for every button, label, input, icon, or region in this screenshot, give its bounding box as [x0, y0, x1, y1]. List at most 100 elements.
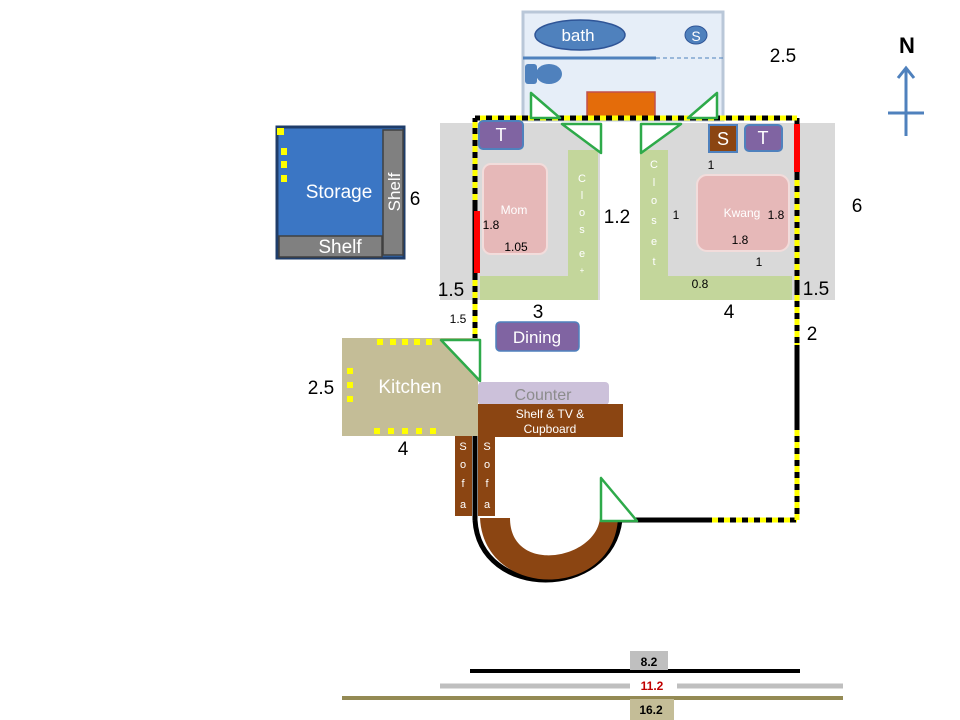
storage-shelf-side [382, 129, 404, 256]
svg-text:e: e [579, 248, 585, 260]
svg-text:a: a [484, 499, 491, 511]
compass: N [888, 33, 924, 136]
compass-arrow-icon [896, 65, 916, 79]
bath-door-right [686, 91, 719, 120]
sofa-right-letters: S o f a [483, 441, 491, 511]
scale-label-3-box [630, 699, 674, 720]
counter [478, 382, 609, 405]
dim-kitchen-depth: 2.5 [308, 378, 334, 399]
svg-text:S: S [459, 441, 466, 453]
svg-text:C: C [650, 159, 658, 171]
toilet-icon [525, 64, 562, 84]
svg-text:S: S [483, 441, 490, 453]
svg-text:o: o [460, 459, 466, 471]
scale-label-1-box [630, 651, 668, 670]
dimension-labels: 2.5 6 6 1.2 1.8 1.05 1 1 1.8 1.8 1 1.5 1… [308, 46, 863, 460]
shelf-tv-label-line1: Shelf & TV & [516, 407, 584, 421]
kwang-bed [696, 174, 790, 252]
svg-text:e: e [651, 236, 657, 248]
scale-label-1: 8.2 [641, 655, 658, 669]
sofa-left-letters: S o f a [459, 441, 467, 511]
bath-s-label: S [691, 28, 700, 44]
dim-right-bedroom-height: 6 [852, 196, 863, 217]
scale-bars: 8.2 11.2 16.2 [342, 651, 843, 720]
right-bedroom-door [639, 122, 683, 155]
dim-hall-gap: 1.2 [604, 207, 630, 228]
bathtub [534, 19, 626, 51]
svg-text:o: o [651, 195, 657, 207]
dim-kwang-bed-width: 1.8 [732, 233, 749, 247]
bath-label: bath [561, 26, 594, 45]
shower-icon [684, 25, 708, 45]
s-bedroom-box [708, 124, 738, 153]
scale-label-3: 16.2 [639, 703, 663, 717]
dim-left-wall-offset: 1.5 [438, 280, 464, 301]
storage-shelf-bottom-label: Shelf [318, 237, 362, 258]
scale-label-2-box [630, 675, 677, 695]
svg-text:s: s [651, 215, 657, 227]
t-left-box [478, 120, 524, 150]
sofa-right [478, 436, 495, 516]
dim-kwang-bed-length: 1.8 [768, 208, 785, 222]
bath-door-left [529, 91, 562, 120]
svg-text:f: f [461, 478, 465, 490]
dim-left-bedroom-width: 3 [533, 302, 544, 323]
mom-bed [482, 163, 548, 255]
left-closet-letters: C l o s e + [578, 173, 586, 275]
svg-text:o: o [484, 459, 490, 471]
door-swings [439, 91, 719, 523]
dim-right-closet-depth: 0.8 [692, 277, 709, 291]
kitchen-windows [347, 339, 436, 434]
dim-left-small-offset: 1.5 [450, 312, 467, 326]
bath-vanity [586, 91, 656, 119]
t-right-label: T [758, 128, 769, 148]
storage-windows [277, 128, 287, 182]
shelf-tv-cupboard [478, 404, 623, 437]
svg-text:l: l [653, 177, 655, 189]
kitchen-label: Kitchen [378, 377, 441, 398]
svg-text:+: + [580, 266, 585, 275]
dim-storage-height: 6 [410, 189, 421, 210]
left-closet-horizontal [480, 276, 598, 300]
dining-label: Dining [513, 328, 561, 347]
dim-kwang-gap-left: 1 [673, 208, 680, 222]
t-right-box [744, 124, 783, 152]
storage-shelf-side-label: Shelf [385, 172, 404, 211]
svg-text:a: a [460, 499, 467, 511]
svg-text:l: l [581, 190, 583, 202]
s-bedroom-label: S [717, 129, 729, 149]
storage-label: Storage [306, 182, 373, 203]
dining-table [495, 321, 580, 352]
bathroom: bath S [521, 10, 725, 122]
dim-bath-depth: 2.5 [770, 46, 796, 67]
storage-shelf-bottom [278, 235, 383, 258]
dim-kwang-gap-top: 1 [708, 158, 715, 172]
dim-kitchen-width: 4 [398, 439, 409, 460]
svg-text:t: t [652, 256, 655, 268]
entrance-door [599, 476, 639, 523]
dim-kwang-gap-bottom: 1 [756, 255, 763, 269]
storage-room: Storage Shelf Shelf [275, 125, 406, 260]
t-left-label: T [496, 125, 507, 145]
entrance-rug [480, 518, 618, 580]
sofa-left [455, 436, 472, 516]
shelf-tv-label-line2: Cupboard [524, 422, 577, 436]
left-bedroom-door [560, 122, 603, 155]
right-closet-horizontal [640, 276, 792, 300]
dim-mom-bed-width: 1.05 [504, 240, 528, 254]
compass-north-label: N [899, 33, 915, 58]
left-closet-vertical [568, 150, 598, 300]
right-closet-vertical [640, 150, 668, 300]
counter-label: Counter [515, 387, 573, 404]
kwang-label: Kwang [724, 206, 761, 220]
svg-text:f: f [485, 478, 489, 490]
entrance-curve-outline [472, 519, 623, 583]
dim-mom-bed-length: 1.8 [483, 218, 500, 232]
scale-label-2: 11.2 [641, 679, 664, 693]
svg-text:s: s [579, 224, 585, 236]
dim-right-lower-offset: 2 [807, 324, 818, 345]
mom-label: Mom [501, 203, 528, 217]
kitchen-door [439, 338, 482, 383]
dim-right-bedroom-width: 4 [724, 302, 735, 323]
